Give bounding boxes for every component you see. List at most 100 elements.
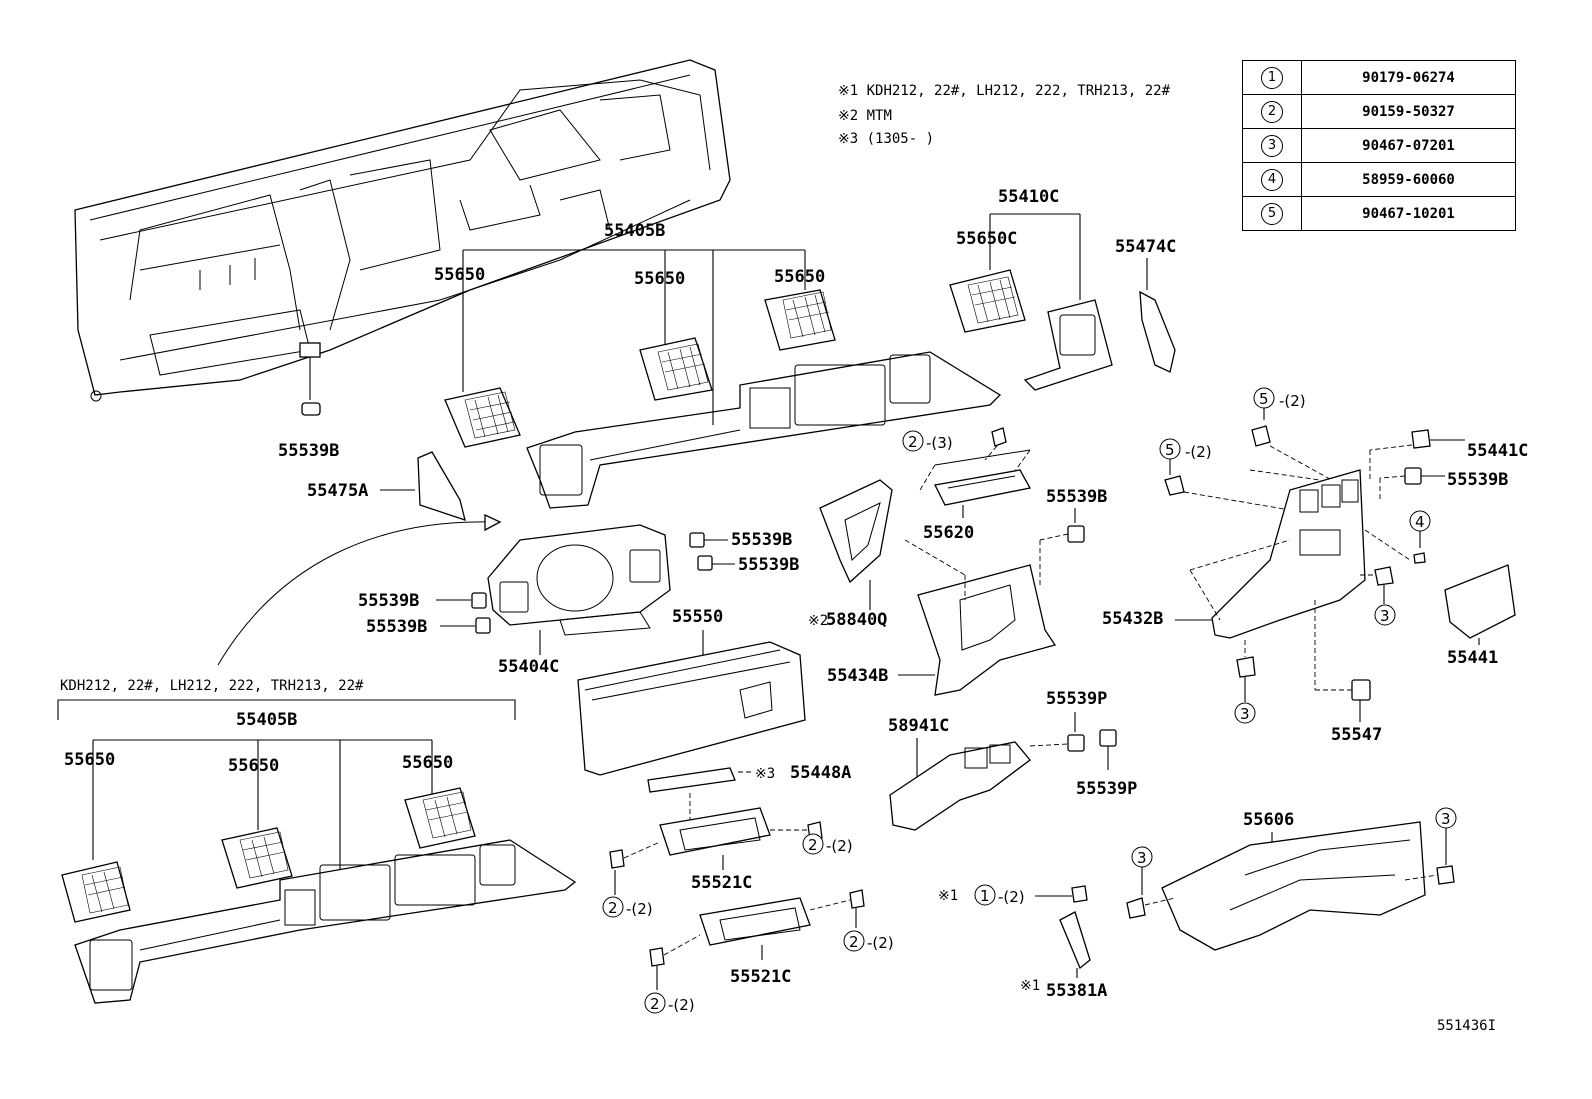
- row-part-number: 90467-07201: [1301, 128, 1516, 163]
- table-row: 1 90179-06274: [1242, 60, 1516, 95]
- label-55539B-r2: 55539B: [738, 555, 799, 575]
- row-index: 3: [1261, 134, 1283, 157]
- label-55650-f: 55650: [402, 753, 453, 773]
- row-index: 1: [1261, 66, 1283, 89]
- label-55539B-top: 55539B: [278, 441, 339, 461]
- label-55547: 55547: [1331, 725, 1382, 745]
- marker-2-d: -(2): [668, 996, 695, 1014]
- label-55475A: 55475A: [307, 481, 368, 501]
- svg-text:5: 5: [1259, 390, 1269, 408]
- ref-1: ※1: [938, 888, 958, 904]
- label-55650-a: 55650: [434, 265, 485, 285]
- row-index: 2: [1261, 100, 1283, 123]
- note-2: ※2 MTM: [838, 108, 892, 124]
- row-part-number: 90159-50327: [1301, 94, 1516, 129]
- note-3: ※3 (1305- ): [838, 131, 934, 147]
- svg-text:2: 2: [808, 836, 818, 854]
- marker-5-b: -(2): [1185, 443, 1212, 461]
- svg-text:3: 3: [1137, 849, 1147, 867]
- row-part-number: 58959-60060: [1301, 162, 1516, 197]
- label-55539P-2: 55539P: [1076, 779, 1137, 799]
- vent-55650-b: [639, 337, 713, 401]
- panel-55434B: [917, 564, 1057, 696]
- bezel-55410C: [1023, 299, 1113, 391]
- label-55404C: 55404C: [498, 657, 559, 677]
- marker-5-a: -(2): [1279, 392, 1306, 410]
- label-55432B: 55432B: [1102, 609, 1163, 629]
- marker-2-c: -(2): [867, 934, 894, 952]
- panel-55606: [1161, 821, 1426, 951]
- label-55606: 55606: [1243, 810, 1294, 830]
- bracket-55521C-1: [659, 807, 771, 856]
- parts-table: 1 90179-06274 2 90159-50327 3 90467-0720…: [1242, 60, 1516, 231]
- svg-text:3: 3: [1240, 705, 1250, 723]
- clip-55539B: [301, 402, 321, 416]
- switch-55620: [934, 469, 1032, 506]
- cover-58941C: [889, 741, 1031, 831]
- label-55539B-l1: 55539B: [358, 591, 419, 611]
- bracket-55381A: [1059, 911, 1091, 970]
- label-55410C: 55410C: [998, 187, 1059, 207]
- svg-text:2: 2: [849, 933, 859, 951]
- label-55650-d: 55650: [64, 750, 115, 770]
- vent-55650-d: [61, 861, 131, 923]
- row-part-number: 90179-06274: [1301, 60, 1516, 95]
- row-index: 5: [1261, 202, 1283, 225]
- svg-text:1: 1: [980, 887, 990, 905]
- figure-id: 551436I: [1437, 1018, 1496, 1034]
- label-58840Q: 58840Q: [826, 610, 887, 630]
- panel-55405B-upper: [526, 351, 1002, 509]
- label-55650-c: 55650: [774, 267, 825, 287]
- marker-2-3: -(3): [926, 434, 953, 452]
- garnish-55475A: [417, 451, 466, 521]
- label-55521C-2: 55521C: [730, 967, 791, 987]
- panel-55405B-lower: [74, 839, 577, 1004]
- label-55405B-top: 55405B: [604, 221, 665, 241]
- cover-55474C: [1139, 290, 1176, 373]
- label-55539B-far: 55539B: [1447, 470, 1508, 490]
- svg-text:2: 2: [908, 433, 918, 451]
- glove-box-55550: [577, 641, 806, 776]
- row-part-number: 90467-10201: [1301, 196, 1516, 231]
- ref-3: ※3: [755, 766, 775, 782]
- label-55441C: 55441C: [1467, 441, 1528, 461]
- label-58941C: 58941C: [888, 716, 949, 736]
- label-55650-e: 55650: [228, 756, 279, 776]
- instrument-panel-frame: [74, 59, 731, 402]
- label-55539P-1: 55539P: [1046, 689, 1107, 709]
- vent-55650C: [949, 269, 1026, 333]
- label-55620: 55620: [923, 523, 974, 543]
- cluster-bezel-55404C: [487, 524, 671, 636]
- pad-55448A: [647, 767, 736, 793]
- table-row: 5 90467-10201: [1242, 196, 1516, 231]
- label-55448A: 55448A: [790, 763, 851, 783]
- label-55405B-bottom: 55405B: [236, 710, 297, 730]
- trim-58840Q: [819, 479, 893, 584]
- pocket-55441: [1444, 564, 1516, 639]
- label-55381A: 55381A: [1046, 981, 1107, 1001]
- label-55474C: 55474C: [1115, 237, 1176, 257]
- label-55539B-mid: 55539B: [1046, 487, 1107, 507]
- marker-2-a: -(2): [826, 837, 853, 855]
- label-55434B: 55434B: [827, 666, 888, 686]
- bracket-55521C-2: [699, 897, 811, 946]
- vent-55650-a: [444, 387, 521, 448]
- vent-55650-f: [404, 787, 476, 849]
- ref-1b: ※1: [1020, 978, 1040, 994]
- table-row: 3 90467-07201: [1242, 128, 1516, 163]
- label-55550: 55550: [672, 607, 723, 627]
- row-index: 4: [1261, 168, 1283, 191]
- svg-text:3: 3: [1380, 607, 1390, 625]
- lower-panel-55432B: [1211, 469, 1366, 639]
- svg-text:2: 2: [608, 899, 618, 917]
- svg-text:3: 3: [1441, 810, 1451, 828]
- marker-2-b: -(2): [626, 900, 653, 918]
- svg-text:2: 2: [650, 995, 660, 1013]
- ref-2: ※2: [808, 613, 828, 629]
- label-55650-b: 55650: [634, 269, 685, 289]
- vent-55650-c: [764, 289, 836, 351]
- label-55539B-l2: 55539B: [366, 617, 427, 637]
- label-55521C-1: 55521C: [691, 873, 752, 893]
- switch-55547: [1351, 679, 1371, 701]
